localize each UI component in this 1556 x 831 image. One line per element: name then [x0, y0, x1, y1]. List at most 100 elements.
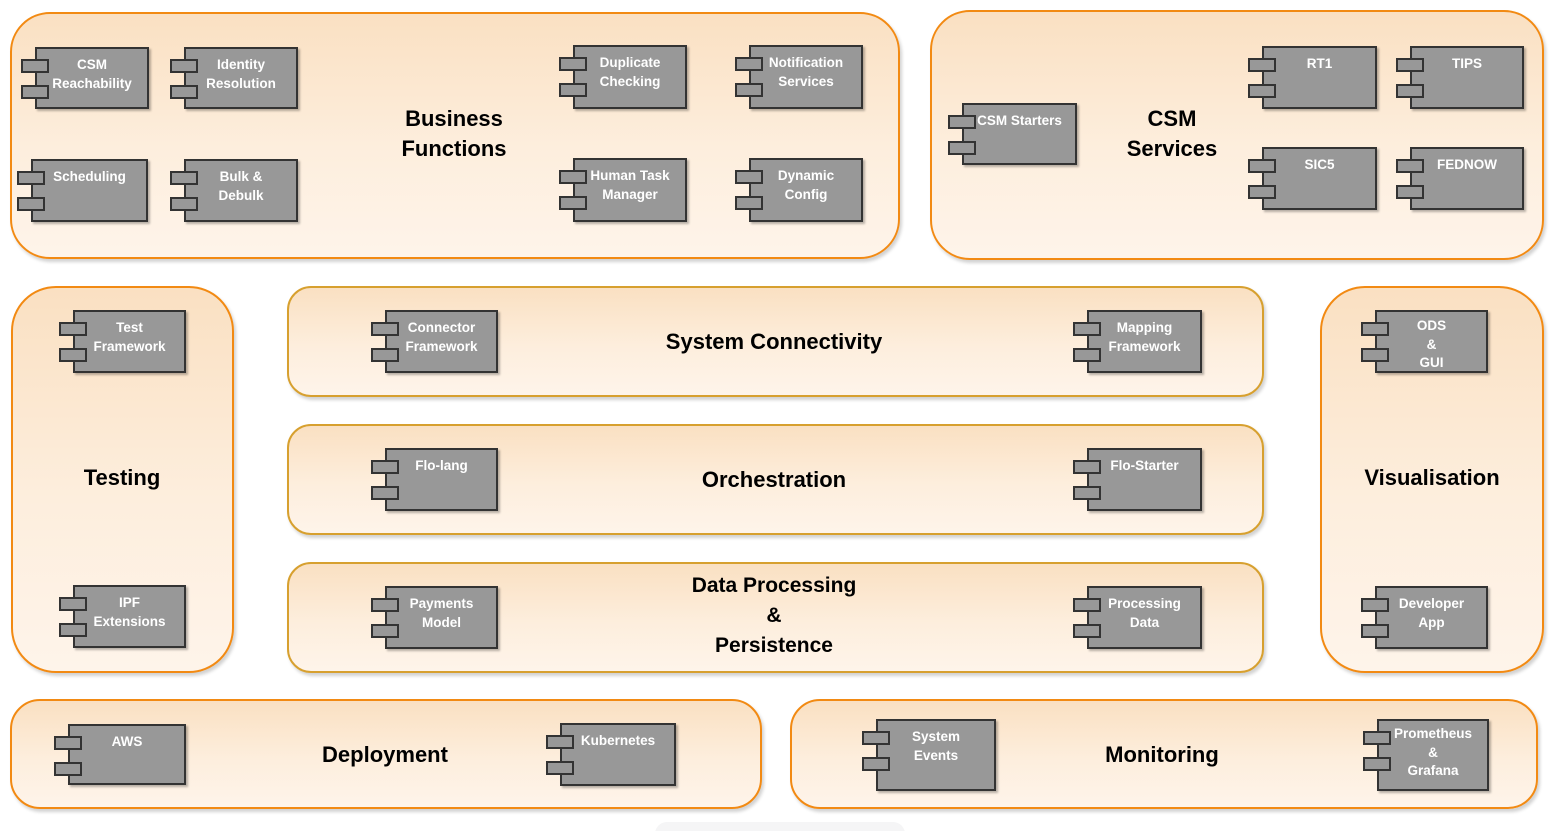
group-title-monitoring: Monitoring — [1105, 742, 1219, 767]
group-title-visualisation: Visualisation — [1364, 465, 1500, 490]
component-label: Bulk & Debulk — [218, 169, 264, 203]
component-port-icon — [371, 624, 399, 638]
component-port-icon — [21, 59, 49, 73]
component-port-icon — [21, 85, 49, 99]
component-label: System Events — [911, 729, 961, 763]
component-port-icon — [1073, 322, 1101, 336]
component-port-icon — [546, 761, 574, 775]
component-csm-reachability[interactable]: CSM Reachability — [21, 47, 149, 109]
component-flo-starter[interactable]: Flo-Starter — [1073, 448, 1202, 511]
component-mapping-framework[interactable]: Mapping Framework — [1073, 310, 1202, 373]
component-label: Flo-Starter — [1110, 458, 1179, 473]
component-port-icon — [1363, 731, 1391, 745]
component-port-icon — [1073, 624, 1101, 638]
component-port-icon — [1396, 185, 1424, 199]
component-label: Payments Model — [409, 596, 474, 630]
component-label: Test Framework — [93, 320, 166, 354]
component-port-icon — [170, 59, 198, 73]
component-port-icon — [371, 322, 399, 336]
component-port-icon — [948, 115, 976, 129]
component-label: SIC5 — [1304, 157, 1335, 172]
component-port-icon — [735, 83, 763, 97]
component-port-icon — [862, 757, 890, 771]
component-port-icon — [1361, 598, 1389, 612]
component-dynamic-config[interactable]: Dynamic Config — [735, 158, 863, 222]
component-port-icon — [735, 170, 763, 184]
component-port-icon — [371, 486, 399, 500]
component-label: Identity Resolution — [206, 57, 276, 91]
component-port-icon — [17, 197, 45, 211]
component-human-task-manager[interactable]: Human Task Manager — [559, 158, 687, 222]
group-title-orchestration: Orchestration — [701, 467, 847, 492]
component-ods-gui[interactable]: ODS & GUI — [1361, 310, 1488, 373]
component-port-icon — [546, 735, 574, 749]
component-port-icon — [1363, 757, 1391, 771]
component-port-icon — [59, 623, 87, 637]
component-port-icon — [1073, 598, 1101, 612]
component-port-icon — [1073, 486, 1101, 500]
group-title-testing: Testing — [83, 465, 161, 490]
component-fednow[interactable]: FEDNOW — [1396, 147, 1524, 210]
group-title-data-processing-persistence: Data Processing & Persistence — [691, 574, 857, 657]
component-ipf-extensions[interactable]: IPF Extensions — [59, 585, 186, 648]
component-developer-app[interactable]: Developer App — [1361, 586, 1488, 649]
component-label: Scheduling — [53, 169, 126, 184]
component-port-icon — [862, 731, 890, 745]
component-port-icon — [1073, 348, 1101, 362]
component-label: Mapping Framework — [1108, 320, 1181, 354]
component-port-icon — [1396, 84, 1424, 98]
component-port-icon — [54, 736, 82, 750]
group-title-csm-services: CSM Services — [1126, 106, 1218, 161]
component-label: Human Task Manager — [590, 168, 670, 202]
component-rt1[interactable]: RT1 — [1248, 46, 1377, 109]
component-port-icon — [735, 57, 763, 71]
component-label: CSM Starters — [977, 113, 1062, 128]
component-port-icon — [170, 197, 198, 211]
component-port-icon — [1248, 185, 1276, 199]
group-title-deployment: Deployment — [322, 742, 448, 767]
group-title-business-functions: Business Functions — [401, 106, 507, 161]
component-label: Processing Data — [1108, 596, 1181, 630]
component-label: Notification Services — [768, 55, 844, 89]
component-label: AWS — [111, 734, 143, 749]
component-port-icon — [559, 196, 587, 210]
component-prometheus-grafana[interactable]: Prometheus & Grafana — [1363, 719, 1489, 791]
component-system-events[interactable]: System Events — [862, 719, 996, 791]
component-processing-data[interactable]: Processing Data — [1073, 586, 1202, 649]
component-port-icon — [371, 598, 399, 612]
component-port-icon — [371, 348, 399, 362]
component-label: RT1 — [1306, 56, 1333, 71]
component-sic5[interactable]: SIC5 — [1248, 147, 1377, 210]
component-port-icon — [59, 322, 87, 336]
component-payments-model[interactable]: Payments Model — [371, 586, 498, 649]
component-label: Kubernetes — [580, 733, 656, 748]
component-port-icon — [559, 83, 587, 97]
component-port-icon — [170, 171, 198, 185]
component-bulk-debulk[interactable]: Bulk & Debulk — [170, 159, 298, 222]
component-port-icon — [1361, 322, 1389, 336]
component-aws[interactable]: AWS — [54, 724, 186, 785]
component-label: IPF Extensions — [93, 595, 166, 629]
component-label: ODS & GUI — [1416, 318, 1447, 370]
component-port-icon — [1396, 58, 1424, 72]
component-label: Dynamic Config — [777, 168, 835, 202]
component-port-icon — [1361, 624, 1389, 638]
component-connector-framework[interactable]: Connector Framework — [371, 310, 498, 373]
bottom-floating-toolbar[interactable] — [655, 822, 905, 831]
component-identity-resolution[interactable]: Identity Resolution — [170, 47, 298, 109]
component-notification-services[interactable]: Notification Services — [735, 45, 863, 109]
component-test-framework[interactable]: Test Framework — [59, 310, 186, 373]
component-scheduling[interactable]: Scheduling — [17, 159, 148, 222]
component-duplicate-checking[interactable]: Duplicate Checking — [559, 45, 687, 109]
component-flo-lang[interactable]: Flo-lang — [371, 448, 498, 511]
component-port-icon — [948, 141, 976, 155]
component-label: Duplicate Checking — [599, 55, 661, 89]
component-port-icon — [170, 85, 198, 99]
component-port-icon — [59, 348, 87, 362]
component-label: Developer App — [1398, 596, 1465, 630]
component-tips[interactable]: TIPS — [1396, 46, 1524, 109]
component-csm-starters[interactable]: CSM Starters — [948, 103, 1077, 165]
component-label: Flo-lang — [415, 458, 468, 473]
component-kubernetes[interactable]: Kubernetes — [546, 723, 676, 786]
